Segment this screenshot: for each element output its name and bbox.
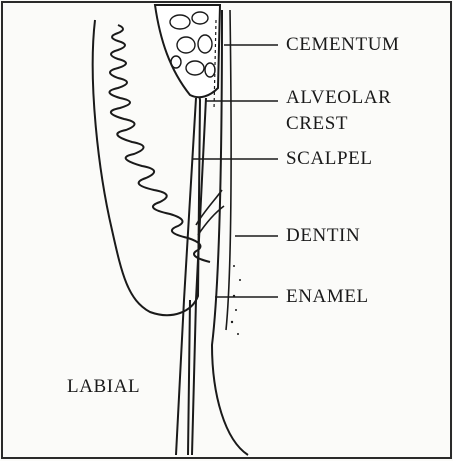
scalpel-blade <box>176 98 206 455</box>
label-alveolar-crest-line2: CREST <box>286 113 348 135</box>
label-dentin: DENTIN <box>286 225 360 247</box>
tooth-inner-surface <box>226 10 231 330</box>
label-cementum: CEMENTUM <box>286 34 400 56</box>
label-alveolar-crest-line1: ALVEOLAR <box>286 87 391 109</box>
label-enamel: ENAMEL <box>286 286 369 308</box>
label-scalpel: SCALPEL <box>286 148 373 170</box>
enamel-stipple <box>231 265 241 335</box>
label-labial: LABIAL <box>67 376 140 398</box>
